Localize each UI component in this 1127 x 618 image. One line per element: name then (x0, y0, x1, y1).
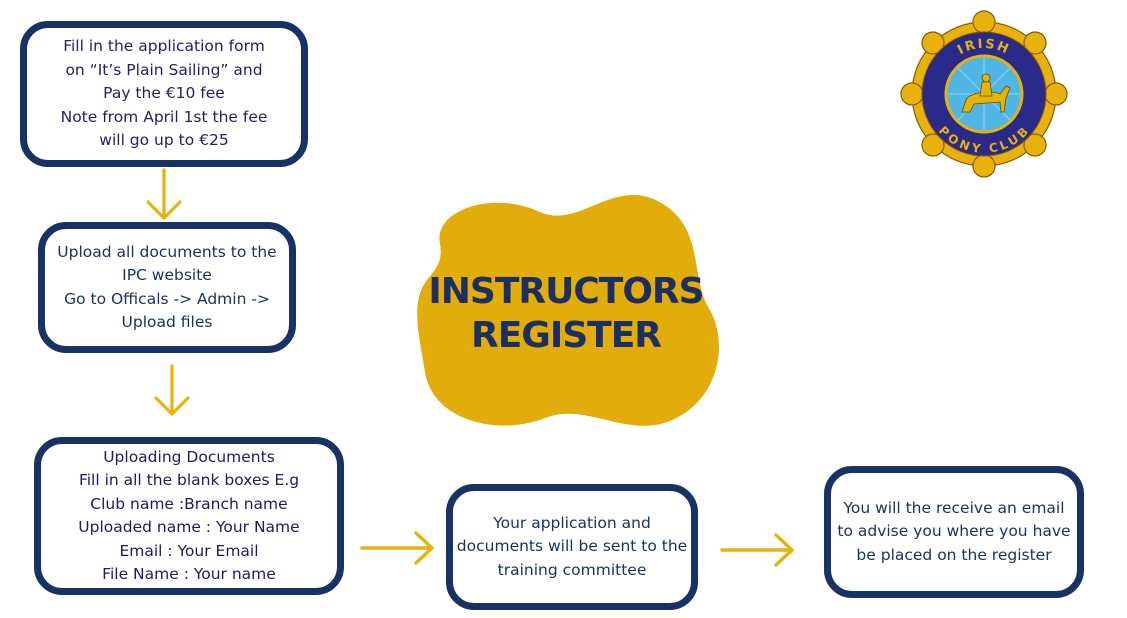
step-4-line-3: training committee (497, 560, 647, 579)
step-3-line-2: Fill in all the blank boxes E.g (78, 471, 300, 489)
title-line-1: INSTRUCTORS (428, 271, 704, 312)
irish-pony-club-logo: IRISH PONY CLUB (900, 10, 1068, 178)
step-2-line-3: Go to Officals -> Admin -> (64, 289, 270, 308)
step-4-line-2: documents will be sent to the (456, 537, 688, 556)
arrow-down-icon (154, 364, 190, 416)
step-1-box: Fill in the application form on “It’s Pl… (20, 21, 308, 167)
arrow-right-icon (720, 533, 794, 567)
step-3-box: Uploading Documents Fill in all the blan… (34, 437, 344, 595)
step-2-line-1: Upload all documents to the (57, 242, 277, 261)
step-2-line-4: Upload files (121, 313, 213, 331)
step-1-line-3: Pay the €10 fee (103, 84, 225, 103)
step-1-line-5: will go up to €25 (99, 131, 229, 150)
step-3-line-1: Uploading Documents (103, 447, 275, 466)
step-5-line-2: to advise you where you have (837, 522, 1071, 541)
step-3-line-4: Uploaded name : Your Name (78, 518, 300, 536)
svg-text:IRISH: IRISH (955, 37, 1012, 58)
step-2-box: Upload all documents to the IPC website … (38, 222, 296, 353)
arrow-right-icon (360, 531, 434, 565)
step-4-line-1: Your application and (493, 513, 651, 532)
page-title: INSTRUCTORS REGISTER (405, 270, 727, 358)
title-blob-shape (405, 182, 727, 432)
step-1-line-4: Note from April 1st the fee (60, 107, 268, 126)
title-line-2: REGISTER (470, 315, 662, 356)
step-5-box: You will the receive an email to advise … (824, 466, 1084, 598)
step-3-line-5: Email : Your Email (119, 541, 259, 560)
step-3-line-6: File Name : Your name (102, 565, 276, 583)
step-5-line-1: You will the receive an email (843, 498, 1065, 517)
step-1-line-2: on “It’s Plain Sailing” and (65, 60, 263, 79)
step-1-line-1: Fill in the application form (63, 37, 265, 56)
step-5-line-3: be placed on the register (856, 545, 1052, 564)
step-3-line-3: Club name :Branch name (90, 494, 288, 513)
arrow-down-icon (146, 168, 182, 220)
logo-top-text: IRISH (955, 37, 1010, 58)
step-4-box: Your application and documents will be s… (446, 484, 698, 610)
step-2-line-2: IPC website (122, 266, 212, 284)
